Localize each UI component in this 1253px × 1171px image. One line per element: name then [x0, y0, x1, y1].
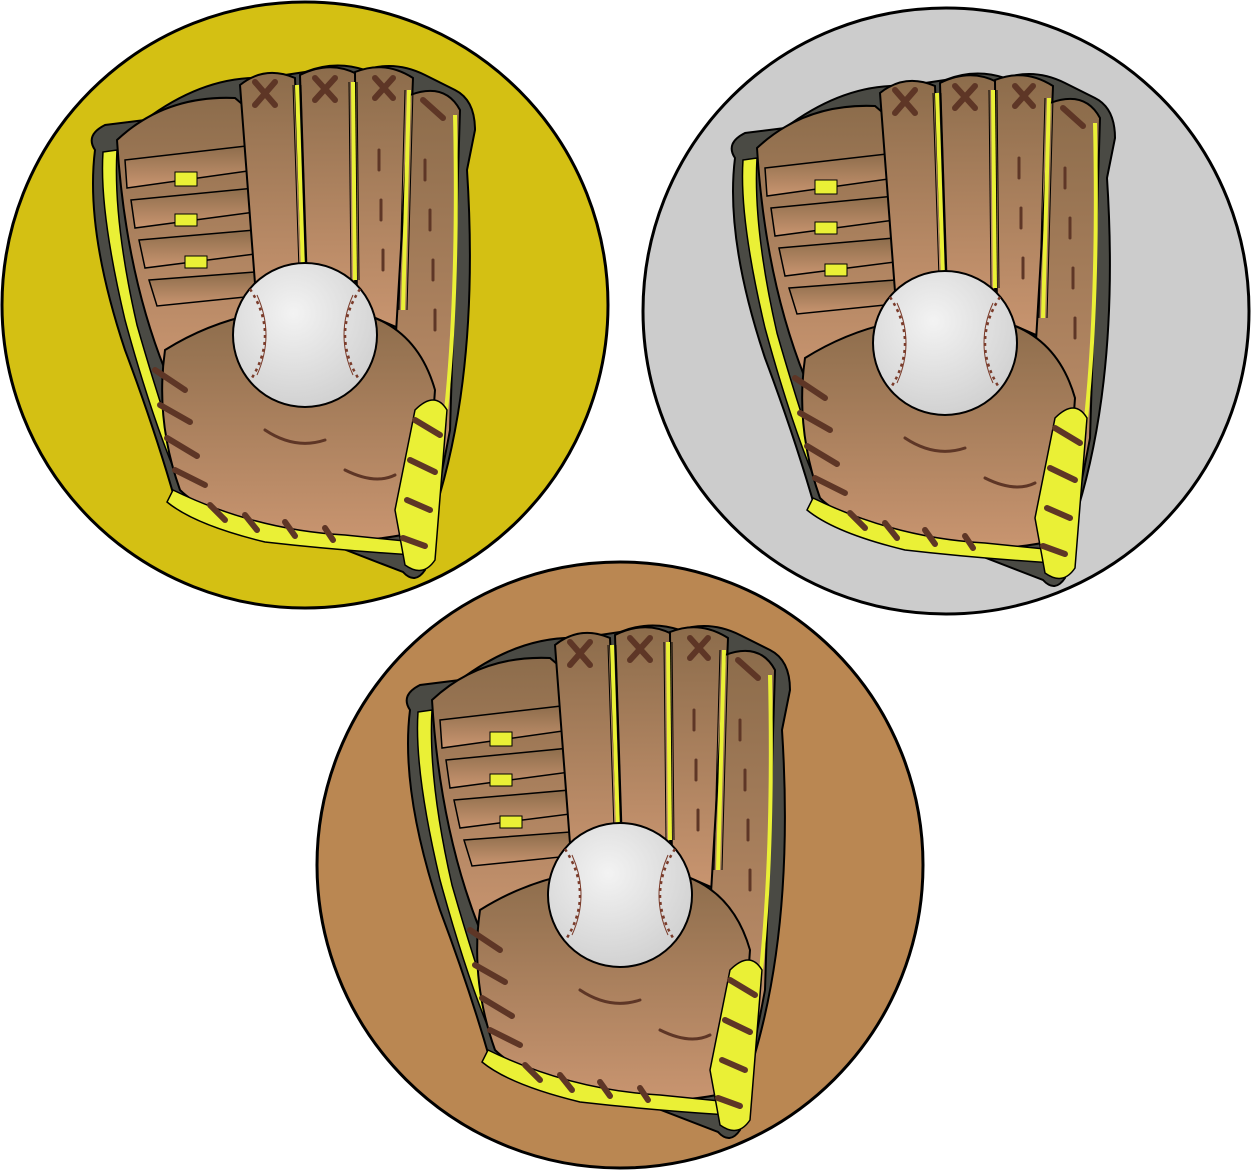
gold-medallion: [0, 0, 610, 610]
silver-medallion: [641, 6, 1251, 616]
bronze-medallion: [315, 560, 925, 1170]
